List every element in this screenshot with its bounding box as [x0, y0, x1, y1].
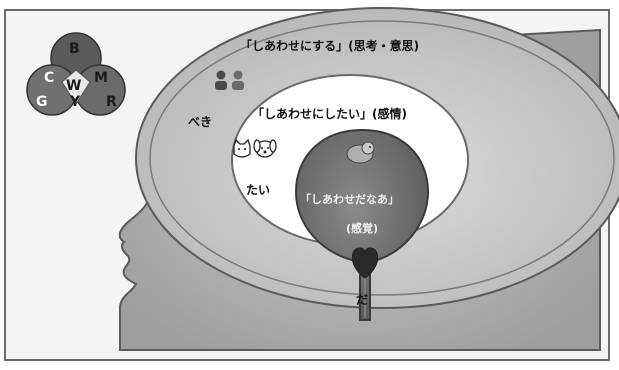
- logo-letter-c: C: [44, 70, 54, 86]
- inner-zone-sublabel: (感覚): [346, 221, 378, 235]
- inner-zone-label: 「しあわせだなあ」: [300, 192, 399, 206]
- cmy-logo: B C M W Y G R: [26, 32, 126, 116]
- cat-dog-icon: [233, 138, 277, 158]
- heart-icon: [351, 247, 379, 279]
- logo-letter-g: G: [36, 94, 48, 110]
- marker-tai: たい: [246, 183, 270, 197]
- logo-letter-y: Y: [69, 94, 81, 110]
- middle-zone-label: 「しあわせにしたい」(感情): [252, 106, 407, 121]
- logo-letter-r: R: [106, 94, 117, 110]
- logo-letter-w: W: [66, 78, 81, 94]
- marker-da: だ: [356, 293, 368, 307]
- outer-zone-label: 「しあわせにする」(思考・意思): [240, 38, 419, 53]
- animal-icon: [346, 141, 375, 164]
- logo-letter-m: M: [94, 70, 108, 86]
- marker-beki: べき: [188, 115, 212, 129]
- people-icon: [215, 70, 244, 90]
- logo-letter-b: B: [69, 41, 80, 57]
- inner-zone: [294, 128, 430, 321]
